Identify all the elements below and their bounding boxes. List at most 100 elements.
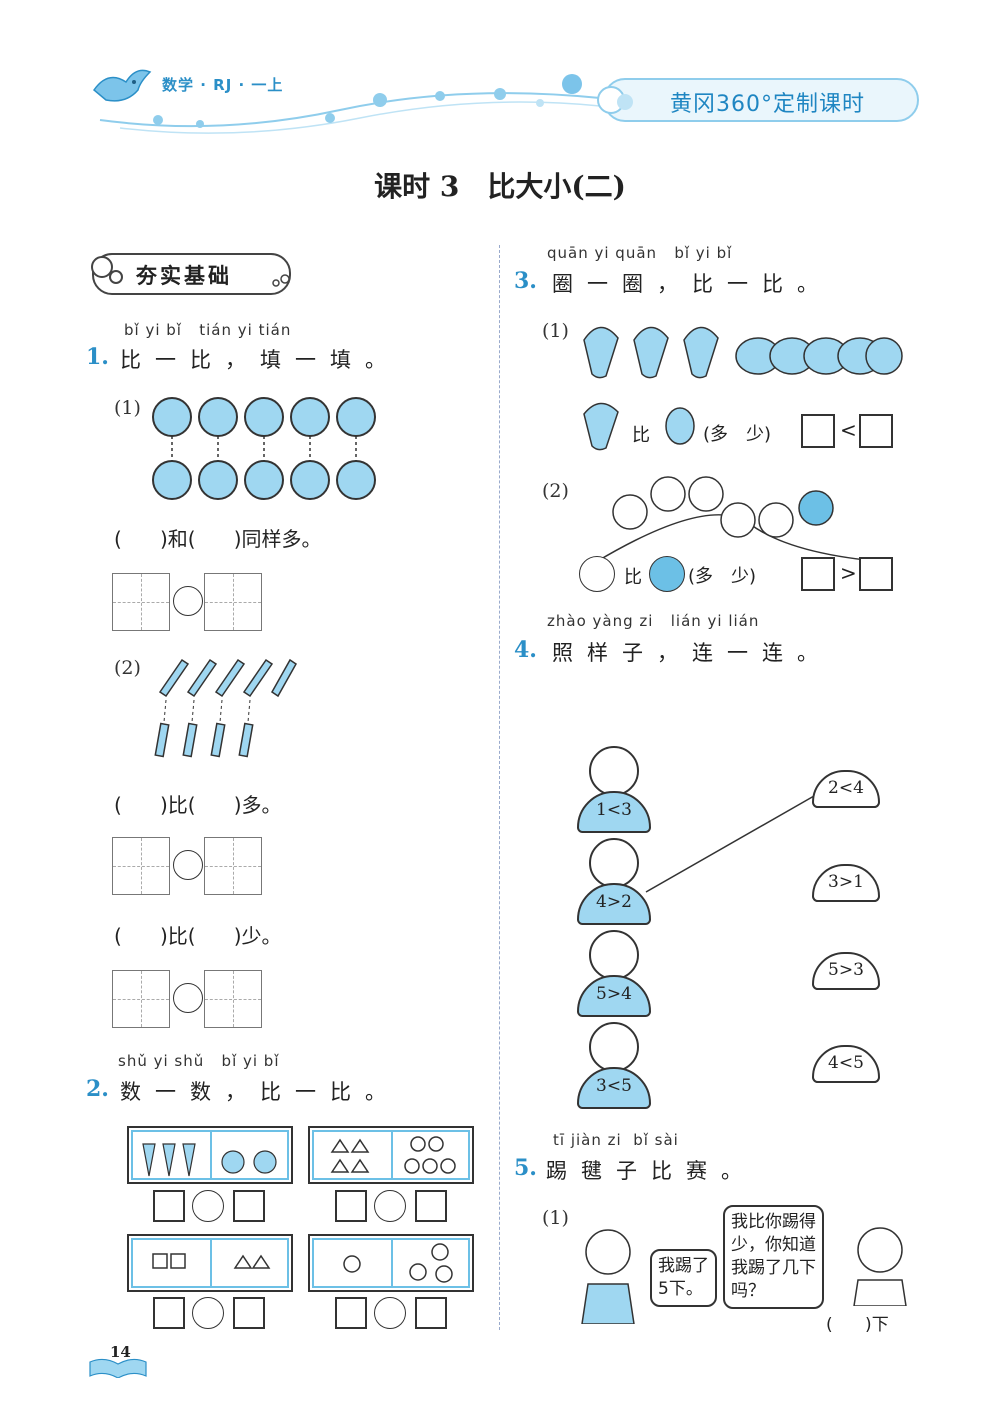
q5-text: 踢毽子比赛。	[546, 1159, 756, 1183]
count-square[interactable]	[153, 1190, 185, 1222]
right-egg[interactable]: 3>1	[812, 864, 880, 902]
compare-circle[interactable]	[173, 850, 203, 880]
right-egg[interactable]: 5>3	[812, 952, 880, 990]
answer-square[interactable]	[801, 414, 835, 448]
cabbage-eggplant-row	[583, 326, 903, 379]
q4-text: 照样子，连一连。	[552, 641, 832, 665]
count-square[interactable]	[153, 1297, 185, 1329]
small-square-icons	[152, 1253, 186, 1269]
cabbage-icon	[583, 402, 619, 451]
q3-part1-sign: <	[840, 418, 857, 442]
section-dots-icon	[272, 274, 290, 287]
girl-speech-bubble: 我踢了 5下。	[650, 1249, 717, 1307]
q5-number: 5.	[514, 1155, 537, 1181]
carrot-icons	[142, 1143, 196, 1177]
basketball-icon	[290, 460, 330, 500]
volleyball-icon	[336, 397, 376, 437]
triangle-icons	[233, 1254, 271, 1269]
q1-part2-label: (2)	[114, 657, 141, 679]
q5-answer[interactable]: ( )下	[826, 1315, 889, 1335]
q4-pinyin: zhào yàng zi lián yi lián	[547, 612, 760, 630]
basketball-icon	[198, 460, 238, 500]
q1-part2-fill-less[interactable]: ( )比( )少。	[114, 924, 282, 948]
q1-number: 1.	[86, 344, 109, 370]
count-box-carrots	[127, 1126, 293, 1184]
section-tag: 夯实基础	[91, 253, 291, 295]
small-circle-icons	[404, 1136, 456, 1174]
page-number: 14	[110, 1343, 131, 1361]
book-icon	[89, 1358, 147, 1378]
answer-square[interactable]	[801, 557, 835, 591]
compare-circle[interactable]	[374, 1190, 406, 1222]
q2-number: 2.	[86, 1076, 109, 1102]
pen-icons	[154, 658, 297, 758]
compare-circle[interactable]	[173, 983, 203, 1013]
q3-part1-choice[interactable]: (多 少)	[703, 424, 772, 445]
bead-string	[595, 476, 887, 563]
count-square[interactable]	[335, 1190, 367, 1222]
column-divider	[499, 245, 500, 1330]
q1-part2-fill-more[interactable]: ( )比( )多。	[114, 793, 282, 817]
answer-grid[interactable]	[204, 573, 262, 631]
badge-bubbles-icon	[597, 86, 633, 114]
q2-pinyin: shǔ yi shǔ bǐ yi bǐ	[118, 1052, 280, 1070]
count-box-shapes-3	[308, 1234, 474, 1292]
chick-icon	[589, 1022, 639, 1072]
answer-grid[interactable]	[112, 837, 170, 895]
q1-pinyin: bǐ yi bǐ tián yi tián	[124, 321, 292, 339]
answer-grid[interactable]	[112, 573, 170, 631]
count-square[interactable]	[415, 1297, 447, 1329]
header-decoration	[99, 74, 601, 134]
q3-part2-label: (2)	[542, 480, 569, 502]
q3-part1-label: (1)	[542, 320, 569, 342]
page-title: 课时 3 比大小(二)	[374, 170, 626, 203]
q3-number: 3.	[514, 268, 537, 294]
count-square[interactable]	[335, 1297, 367, 1329]
bird-logo	[92, 69, 152, 102]
small-circle-icons	[343, 1255, 361, 1273]
q1-part1-fill[interactable]: ( )和( )同样多。	[114, 527, 322, 551]
answer-square[interactable]	[859, 414, 893, 448]
section-bubbles-icon	[91, 256, 123, 284]
q5-part1-label: (1)	[542, 1207, 569, 1229]
q3-part2-bi: 比	[624, 567, 642, 588]
q3-part2-sign: >	[840, 561, 857, 585]
count-square[interactable]	[415, 1190, 447, 1222]
header-badge-text: 黄冈360°定制课时	[670, 92, 865, 117]
basketball-icon	[244, 460, 284, 500]
count-square[interactable]	[233, 1190, 265, 1222]
triangle-icons	[330, 1138, 370, 1173]
answer-square[interactable]	[859, 557, 893, 591]
q1-text: 比一比，填一填。	[120, 348, 400, 372]
basketball-row	[152, 460, 382, 500]
compare-circle[interactable]	[192, 1190, 224, 1222]
section-title: 夯实基础	[136, 264, 232, 288]
basketball-icon	[152, 460, 192, 500]
q3-pinyin: quān yi quān bǐ yi bǐ	[547, 244, 733, 262]
compare-circle[interactable]	[192, 1297, 224, 1329]
count-box-shapes-1	[308, 1126, 474, 1184]
right-egg[interactable]: 4<5	[812, 1045, 880, 1083]
q3-part2-choice[interactable]: (多 少)	[688, 566, 757, 587]
girl-icon	[581, 1229, 635, 1324]
answer-grid[interactable]	[204, 970, 262, 1028]
right-egg[interactable]: 2<4	[812, 770, 880, 808]
basketball-icon	[336, 460, 376, 500]
compare-circle[interactable]	[374, 1297, 406, 1329]
left-egg[interactable]: 5>4	[577, 975, 651, 1017]
radish-icons	[221, 1150, 277, 1174]
small-circle-icons	[409, 1243, 453, 1283]
boy-speech-bubble: 我比你踢得 少，你知道 我踢了几下 吗？	[723, 1205, 824, 1309]
left-egg[interactable]: 3<5	[577, 1067, 651, 1109]
answer-grid[interactable]	[112, 970, 170, 1028]
q1-part1-label: (1)	[114, 397, 141, 419]
eggplant-icon	[665, 407, 695, 445]
count-square[interactable]	[233, 1297, 265, 1329]
volleyball-icon	[198, 397, 238, 437]
volleyball-icon	[290, 397, 330, 437]
answer-grid[interactable]	[204, 837, 262, 895]
blue-bead-icon	[649, 556, 685, 592]
example-line	[645, 795, 815, 893]
compare-circle[interactable]	[173, 586, 203, 616]
header-subject: 数学 · RJ · 一上	[162, 76, 284, 94]
